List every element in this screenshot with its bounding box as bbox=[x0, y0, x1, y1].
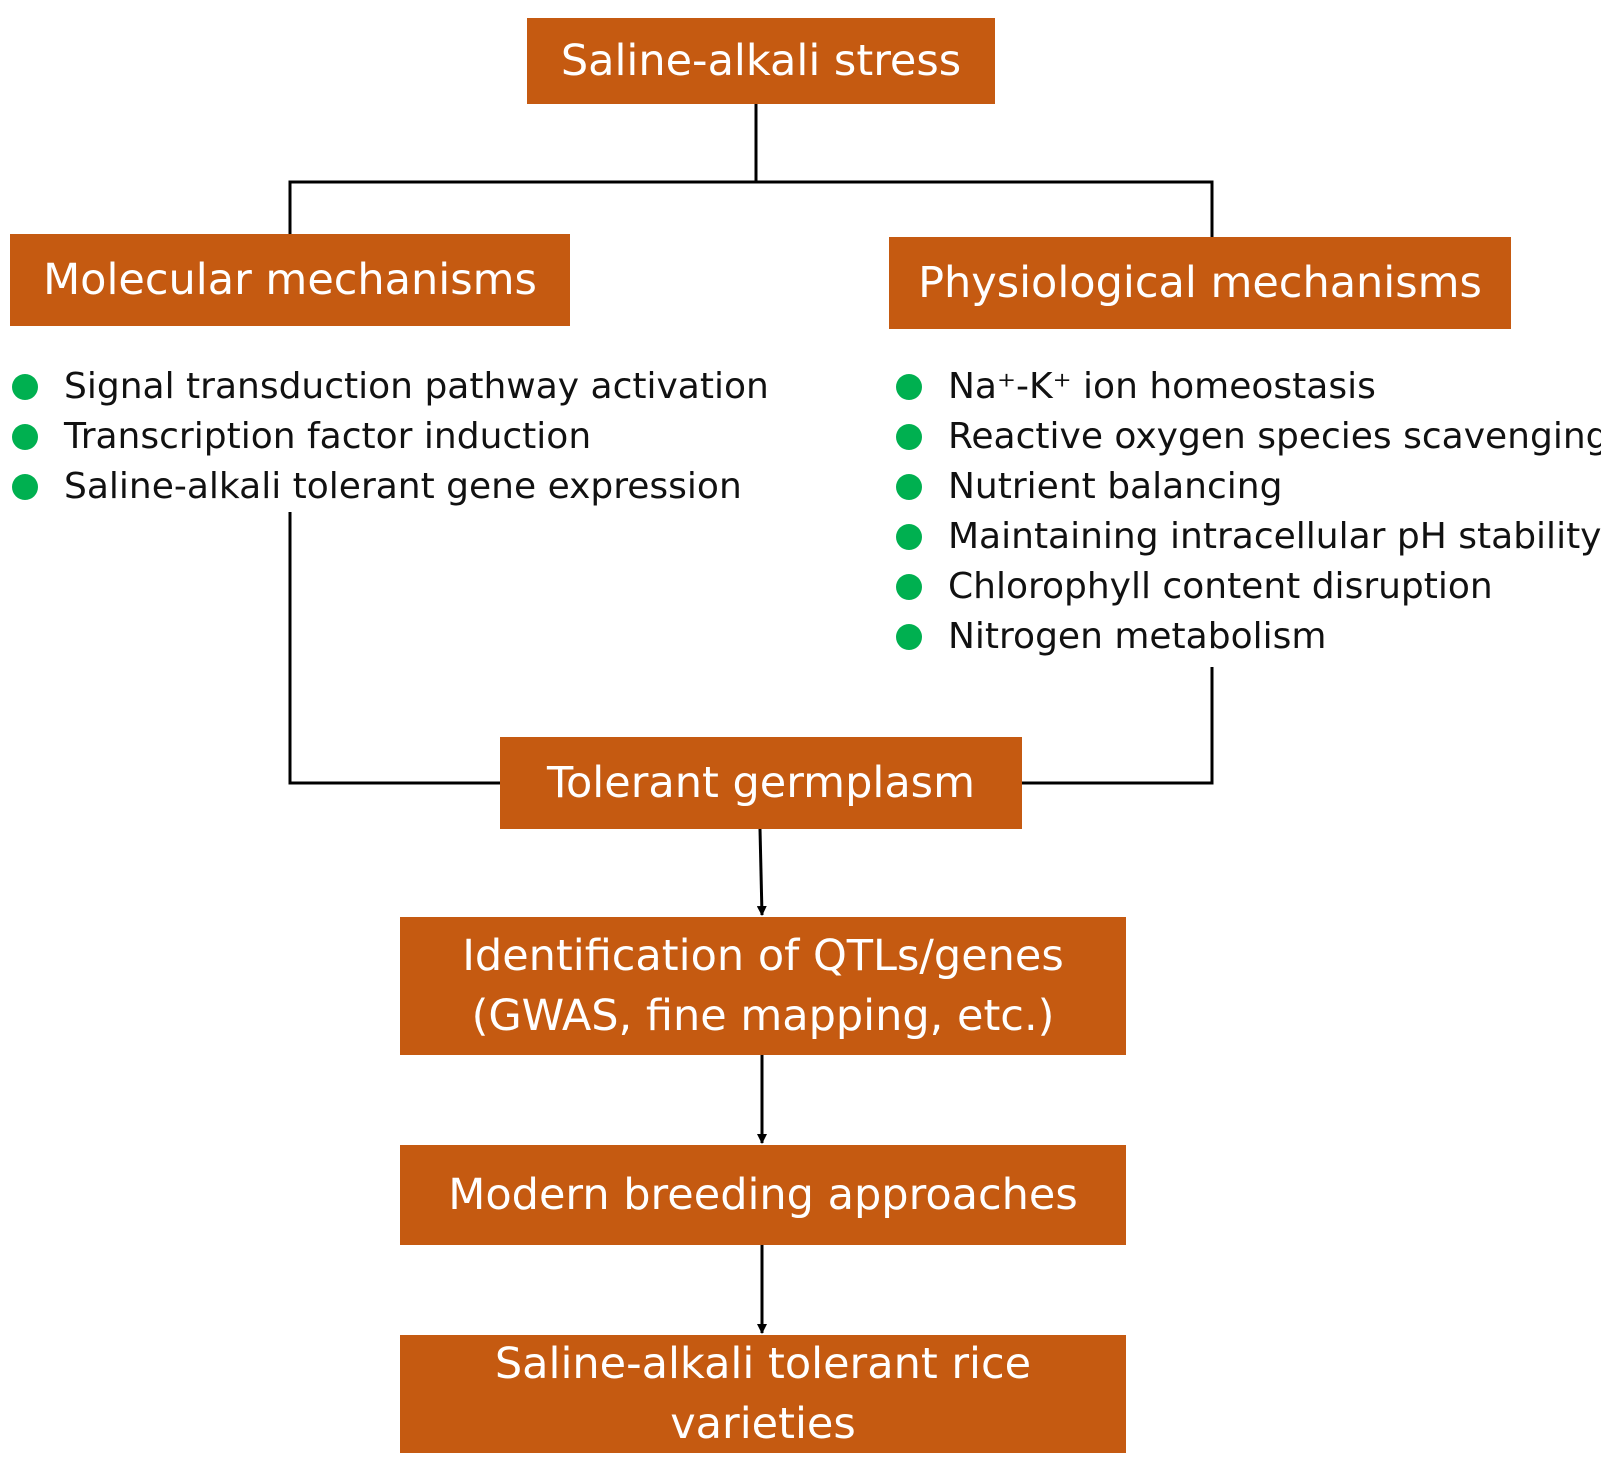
list-item-text: Saline-alkali tolerant gene expression bbox=[64, 466, 742, 507]
bullet-dot-icon bbox=[12, 374, 38, 400]
bullet-dot-icon bbox=[896, 374, 922, 400]
list-item-text: Signal transduction pathway activation bbox=[64, 366, 769, 407]
physiological-mechanisms-box: Physiological mechanisms bbox=[889, 237, 1511, 329]
list-item-text: Chlorophyll content disruption bbox=[948, 566, 1493, 607]
connector-stress-to-molecular bbox=[288, 104, 758, 234]
box-label-line-1: Saline-alkali tolerant rice bbox=[494, 1339, 1032, 1389]
edge-layer bbox=[288, 104, 1214, 1334]
box-label: Modern breeding approaches bbox=[448, 1170, 1078, 1220]
bullet-dot-icon bbox=[12, 424, 38, 450]
list-item: Transcription factor induction bbox=[12, 412, 769, 462]
connector-stress-to-physiological bbox=[756, 180, 1214, 237]
bullet-dot-icon bbox=[896, 474, 922, 500]
list-item-text: Nitrogen metabolism bbox=[948, 616, 1327, 657]
list-item: Nutrient balancing bbox=[896, 462, 1601, 512]
molecular-mechanisms-list: Signal transduction pathway activation T… bbox=[12, 362, 769, 512]
list-item: Reactive oxygen species scavenging bbox=[896, 412, 1601, 462]
box-label: Physiological mechanisms bbox=[918, 258, 1482, 308]
box-label: Molecular mechanisms bbox=[43, 255, 537, 305]
connector-germplasm-to-qtl bbox=[756, 828, 767, 916]
list-item-text: Reactive oxygen species scavenging bbox=[948, 416, 1601, 457]
connector-molecular-to-germplasm bbox=[288, 512, 500, 785]
list-item: Nitrogen metabolism bbox=[896, 612, 1601, 662]
bullet-dot-icon bbox=[896, 424, 922, 450]
bullet-dot-icon bbox=[12, 474, 38, 500]
tolerant-rice-varieties-box: Saline-alkali tolerant rice varieties bbox=[400, 1335, 1126, 1453]
tolerant-germplasm-box: Tolerant germplasm bbox=[500, 737, 1022, 829]
list-item-text: Maintaining intracellular pH stability bbox=[948, 516, 1601, 557]
list-item: Maintaining intracellular pH stability bbox=[896, 512, 1601, 562]
box-label: Saline-alkali stress bbox=[560, 36, 962, 86]
box-label-line-1: Identification of QTLs/genes bbox=[462, 931, 1064, 981]
molecular-mechanisms-box: Molecular mechanisms bbox=[10, 234, 570, 326]
list-item: Na⁺-K⁺ ion homeostasis bbox=[896, 362, 1601, 412]
box-label: Tolerant germplasm bbox=[547, 758, 975, 808]
list-item: Chlorophyll content disruption bbox=[896, 562, 1601, 612]
qtl-identification-box: Identification of QTLs/genes (GWAS, fine… bbox=[400, 917, 1126, 1055]
list-item-text: Transcription factor induction bbox=[64, 416, 592, 457]
box-label-line-2: varieties bbox=[670, 1399, 856, 1449]
list-item: Saline-alkali tolerant gene expression bbox=[12, 462, 769, 512]
box-label-line-2: (GWAS, fine mapping, etc.) bbox=[471, 991, 1055, 1041]
bullet-dot-icon bbox=[896, 574, 922, 600]
connector-physiological-to-germplasm bbox=[1022, 667, 1214, 785]
modern-breeding-box: Modern breeding approaches bbox=[400, 1145, 1126, 1245]
list-item-text: Na⁺-K⁺ ion homeostasis bbox=[948, 366, 1376, 407]
physiological-mechanisms-list: Na⁺-K⁺ ion homeostasis Reactive oxygen s… bbox=[896, 362, 1601, 662]
saline-alkali-stress-box: Saline-alkali stress bbox=[527, 18, 995, 104]
bullet-dot-icon bbox=[896, 524, 922, 550]
list-item-text: Nutrient balancing bbox=[948, 466, 1283, 507]
list-item: Signal transduction pathway activation bbox=[12, 362, 769, 412]
bullet-dot-icon bbox=[896, 624, 922, 650]
